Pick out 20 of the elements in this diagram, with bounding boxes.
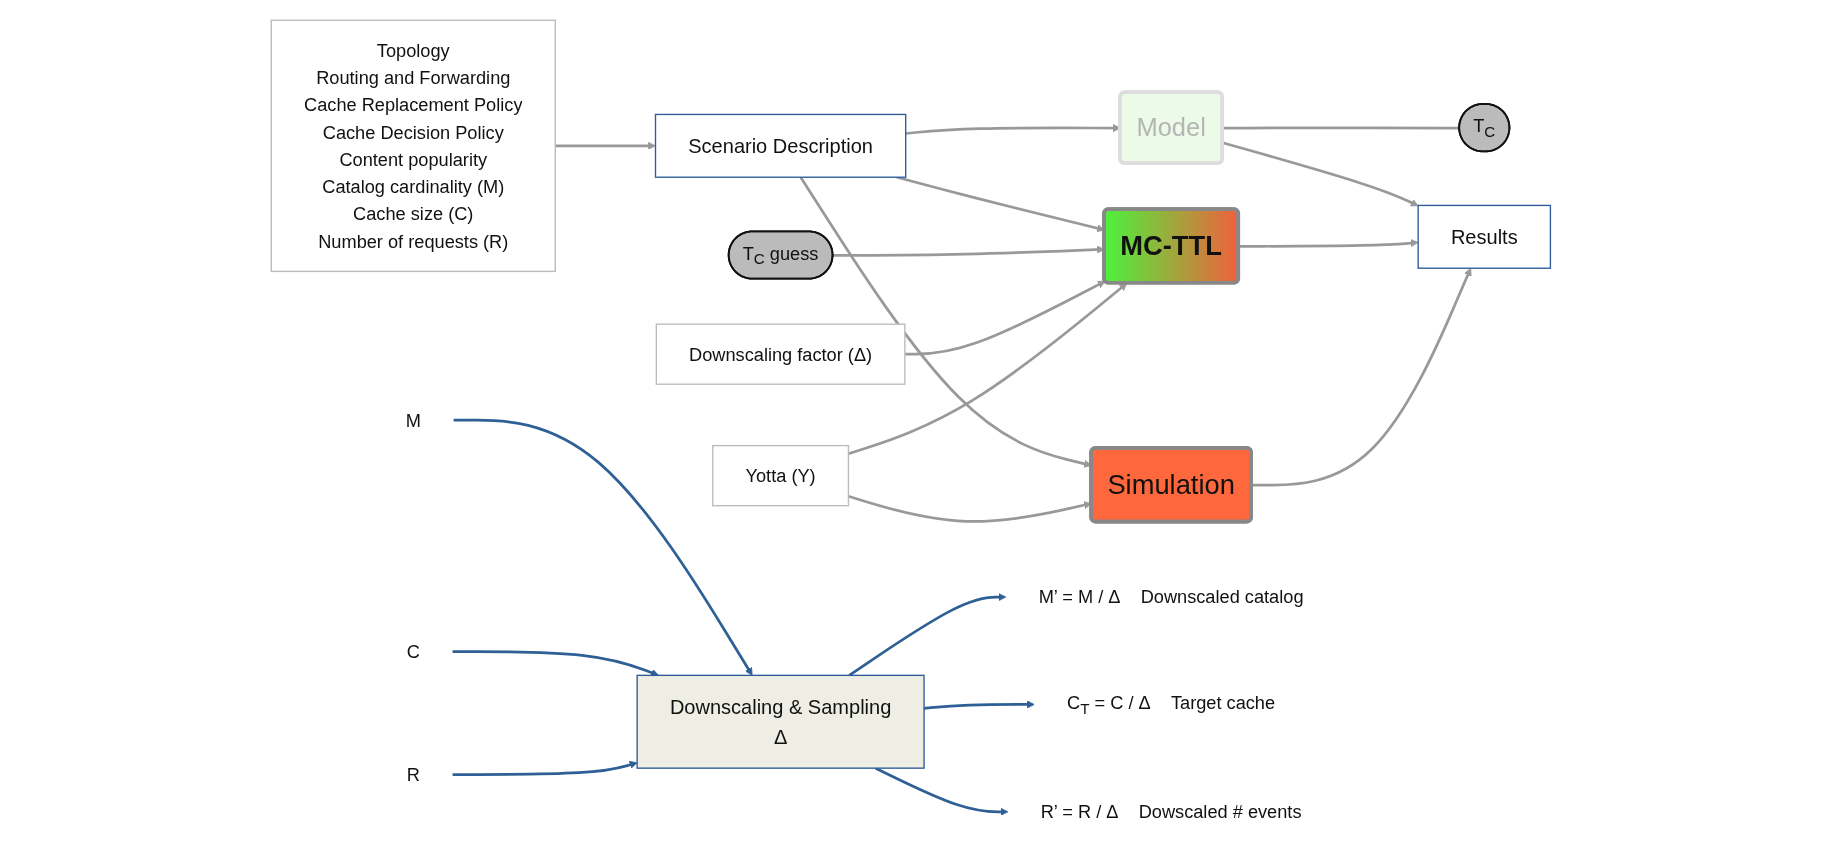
node-text: R xyxy=(406,764,420,785)
arrow xyxy=(453,418,753,676)
node-text: C xyxy=(406,641,420,662)
node-text: R’ = R / Δ Dowscaled # events xyxy=(1040,801,1302,822)
node-text: C$_{T}$ = C / Δ Target cache xyxy=(1067,692,1276,718)
node-box: Yotta (Y) xyxy=(712,444,850,507)
node-box: Downscaling factor (Δ) xyxy=(655,323,906,385)
arrow xyxy=(924,700,1035,710)
arrow xyxy=(452,760,638,776)
arrow xyxy=(905,280,1106,356)
arrow xyxy=(848,593,1007,677)
arrow xyxy=(555,141,656,150)
node-box: Scenario Description xyxy=(655,113,907,178)
arrow xyxy=(848,282,1128,455)
node-box: Topology Routing and Forwarding Cache Replacement Policy Cache Decision Policy Content popularity Catalog cardinality (M) Cache size (C) Number of requests (R) xyxy=(270,19,557,272)
node-box: Downscaling & Sampling Δ xyxy=(636,674,925,769)
node-box: Results xyxy=(1417,204,1552,269)
arrow xyxy=(452,650,659,677)
node-text: M’ = M / Δ Downscaled catalog xyxy=(1038,587,1304,608)
node-text: M xyxy=(405,410,422,431)
